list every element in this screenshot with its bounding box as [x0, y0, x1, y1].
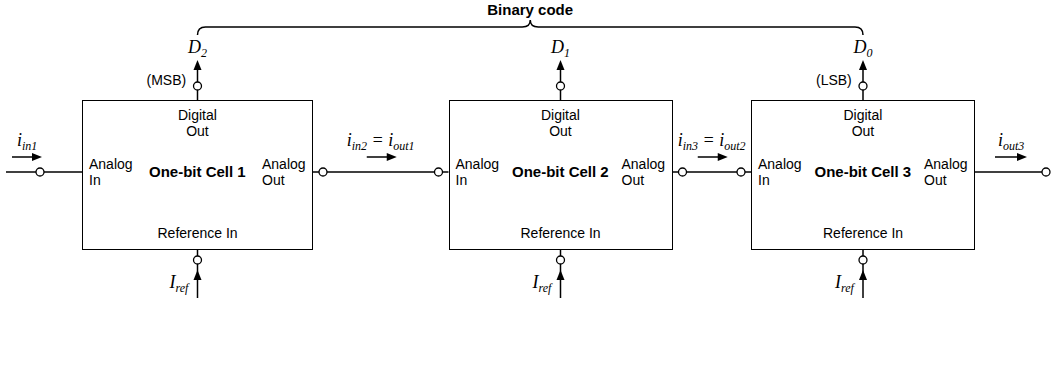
current-arrow-head — [1017, 153, 1027, 161]
digital-wire — [560, 90, 562, 100]
analog-in-port: Analog In — [758, 156, 802, 188]
terminal-dot — [1042, 168, 1050, 176]
reference-arrow-head — [859, 270, 867, 280]
digital-wire — [197, 90, 199, 100]
input-current: iin1 — [16, 130, 38, 150]
analog-out-port: Analog Out — [262, 156, 306, 188]
terminal-dot — [319, 168, 327, 176]
current-label: iin3 = iout2 — [677, 130, 747, 150]
bit-output-name: D1 — [550, 37, 571, 57]
current-arrow-head — [32, 153, 42, 161]
digital-arrow-head — [557, 60, 565, 70]
bus-label: Binary code — [486, 1, 574, 18]
cell-name: One-bit Cell 3 — [815, 163, 912, 181]
terminal-dot — [194, 256, 202, 264]
terminal-dot — [557, 256, 565, 264]
output-wire — [975, 171, 1042, 173]
reference-current: Iref — [169, 272, 190, 292]
one-bit-cell-box: Digital OutAnalog In One-bit Cell 3 Analog… — [751, 100, 975, 250]
analog-in-port: Analog In — [89, 156, 133, 188]
reference-arrow-head — [194, 270, 202, 280]
reference-wire — [862, 264, 864, 298]
analog-out-port: Analog Out — [622, 156, 666, 188]
terminal-dot — [194, 82, 202, 90]
cell-name: One-bit Cell 2 — [512, 163, 609, 181]
reference-current: Iref — [834, 272, 855, 292]
reference-in-port: Reference In — [158, 225, 238, 241]
digital-arrow-head — [194, 60, 202, 70]
digital-out-port: Digital Out — [178, 107, 217, 139]
bit-significance: (MSB) — [146, 72, 188, 88]
bit-output-name: D2 — [187, 37, 208, 57]
reference-wire — [560, 264, 562, 298]
digital-arrow-head — [859, 60, 867, 70]
reference-arrow-head — [557, 270, 565, 280]
terminal-dot — [36, 168, 44, 176]
terminal-dot — [557, 82, 565, 90]
analog-in-port: Analog In — [456, 156, 500, 188]
reference-in-port: Reference In — [521, 225, 601, 241]
analog-out-port: Analog Out — [924, 156, 968, 188]
reference-wire — [197, 250, 199, 256]
cell-name: One-bit Cell 1 — [149, 163, 246, 181]
digital-out-port: Digital Out — [844, 107, 883, 139]
current-arrow-head — [718, 153, 728, 161]
curly-brace — [198, 20, 864, 35]
one-bit-cell-box: Digital OutAnalog In One-bit Cell 2 Analog… — [449, 100, 673, 250]
current-arrow-head — [387, 153, 397, 161]
reference-in-port: Reference In — [823, 225, 903, 241]
terminal-dot — [737, 168, 745, 176]
signal-wire — [313, 171, 449, 173]
bit-significance: (LSB) — [815, 72, 853, 88]
terminal-dot — [859, 256, 867, 264]
reference-wire — [862, 250, 864, 256]
reference-current: Iref — [532, 272, 553, 292]
terminal-dot — [435, 168, 443, 176]
reference-wire — [197, 264, 199, 298]
digital-out-port: Digital Out — [541, 107, 580, 139]
bit-output-name: D0 — [853, 37, 874, 57]
terminal-dot — [679, 168, 687, 176]
current-label: iin2 = iout1 — [346, 130, 416, 150]
terminal-dot — [859, 82, 867, 90]
output-current: iout3 — [997, 130, 1025, 150]
one-bit-cell-box: Digital OutAnalog In One-bit Cell 1 Analog… — [82, 100, 313, 250]
digital-wire — [862, 90, 864, 100]
reference-wire — [560, 250, 562, 256]
